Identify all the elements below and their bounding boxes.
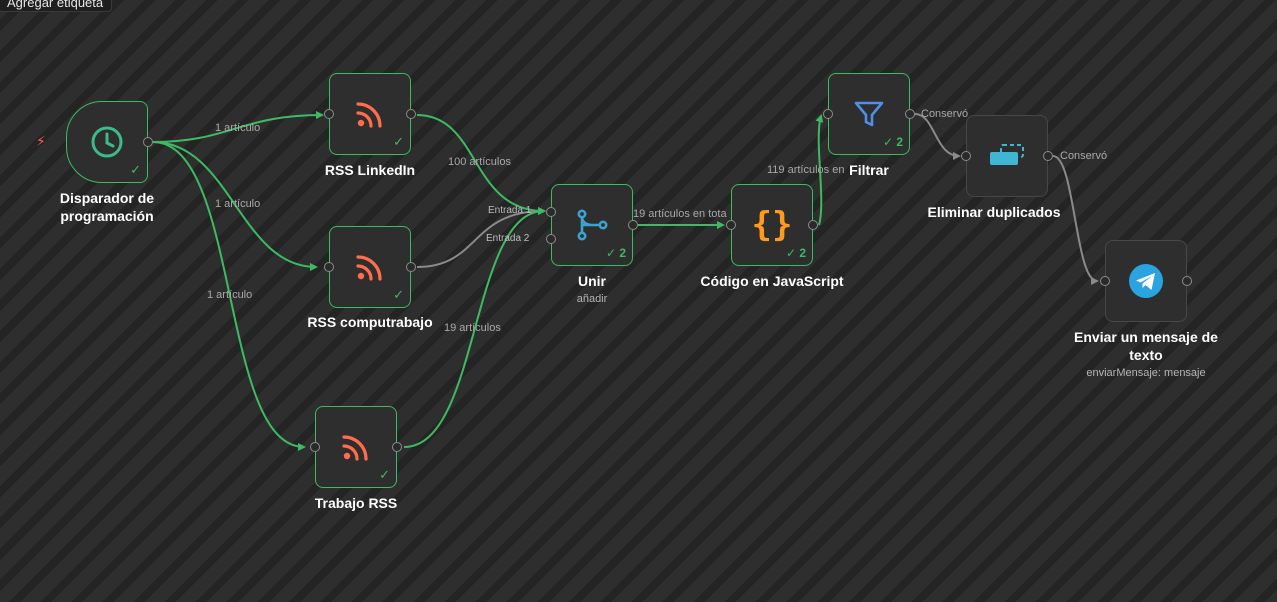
rss-icon bbox=[340, 431, 372, 463]
node-title: RSS computrabajo bbox=[307, 314, 433, 330]
output-handle[interactable] bbox=[143, 137, 153, 147]
output-handle[interactable] bbox=[1182, 276, 1192, 286]
edge-label: 100 artículos bbox=[448, 156, 511, 168]
success-check-icon: ✓ bbox=[130, 162, 141, 177]
run-count-badge: ✓ 2 bbox=[605, 246, 626, 260]
remove-duplicates-icon bbox=[987, 142, 1027, 170]
edge-trigger-trabajo bbox=[152, 141, 306, 451]
edge-label: 19 artículos bbox=[444, 322, 501, 334]
input-handle[interactable] bbox=[324, 109, 334, 119]
input-label: Entrada 1 bbox=[488, 205, 532, 216]
node-subtitle: añadir bbox=[576, 293, 608, 305]
input-handle[interactable] bbox=[823, 109, 833, 119]
edge-label: 19 artículos en tota bbox=[633, 208, 727, 220]
node-code-javascript[interactable]: {} ✓ 2 bbox=[726, 184, 818, 266]
node-send-telegram-message[interactable] bbox=[1100, 240, 1192, 322]
edge-trigger-linkedin bbox=[152, 111, 324, 143]
input-handle-2[interactable] bbox=[546, 234, 556, 244]
edge-codigo-filtrar bbox=[815, 114, 824, 226]
output-handle[interactable] bbox=[905, 109, 915, 119]
node-remove-duplicates[interactable] bbox=[961, 115, 1053, 197]
run-count-badge: ✓ 2 bbox=[882, 135, 903, 149]
input-handle[interactable] bbox=[310, 442, 320, 452]
node-rss-linkedin[interactable]: ✓ bbox=[324, 73, 416, 155]
edge-computrabajo-unir bbox=[416, 207, 546, 268]
node-title: Filtrar bbox=[849, 162, 889, 178]
success-check-icon: ✓ bbox=[379, 467, 390, 482]
input-handle[interactable] bbox=[726, 220, 736, 230]
output-handle[interactable] bbox=[628, 220, 638, 230]
output-handle[interactable] bbox=[1043, 151, 1053, 161]
input-handle[interactable] bbox=[1100, 276, 1110, 286]
input-handle[interactable] bbox=[961, 151, 971, 161]
node-title: Unir bbox=[578, 273, 606, 289]
rss-icon bbox=[354, 251, 386, 283]
input-handle-1[interactable] bbox=[546, 207, 556, 217]
node-title: Código en JavaScript bbox=[700, 273, 844, 289]
lightning-icon: ⚡ bbox=[36, 133, 46, 149]
filter-icon bbox=[852, 97, 886, 131]
node-title: Disparador de programación bbox=[59, 190, 155, 224]
edge-label: 119 artículos en bbox=[767, 164, 845, 176]
edge-filtrar-eliminar bbox=[914, 113, 961, 160]
node-title: RSS LinkedIn bbox=[324, 162, 416, 178]
output-handle[interactable] bbox=[406, 262, 416, 272]
add-tag-button[interactable]: Agregar etiqueta bbox=[0, 0, 113, 12]
output-handle[interactable] bbox=[808, 220, 818, 230]
merge-icon bbox=[574, 207, 610, 243]
code-braces-icon: {} bbox=[751, 205, 793, 245]
edge-label: 1 artículo bbox=[215, 122, 261, 134]
rss-icon bbox=[354, 98, 386, 130]
edge-label: Conservó bbox=[1060, 150, 1108, 162]
telegram-icon bbox=[1129, 264, 1163, 298]
node-title: Eliminar duplicados bbox=[927, 204, 1061, 220]
node-rss-computrabajo[interactable]: ✓ bbox=[324, 226, 416, 308]
success-check-icon: ✓ bbox=[393, 287, 404, 302]
edge-label: Conservó bbox=[921, 108, 969, 120]
input-handle[interactable] bbox=[324, 262, 334, 272]
run-count-badge: ✓ 2 bbox=[785, 246, 806, 260]
node-trabajo-rss[interactable]: ✓ bbox=[310, 406, 402, 488]
node-title: Trabajo RSS bbox=[314, 495, 398, 511]
edge-linkedin-unir bbox=[416, 114, 546, 215]
node-title: Enviar un mensaje de texto bbox=[1074, 329, 1218, 363]
input-label: Entrada 2 bbox=[486, 233, 530, 244]
output-handle[interactable] bbox=[406, 109, 416, 119]
node-unir[interactable]: ✓ 2 bbox=[546, 184, 638, 266]
node-subtitle: enviarMensaje: mensaje bbox=[1086, 367, 1206, 379]
node-schedule-trigger[interactable]: ✓ bbox=[66, 101, 153, 183]
edge-label: 1 artículo bbox=[207, 289, 253, 301]
clock-icon bbox=[90, 125, 124, 159]
output-handle[interactable] bbox=[392, 442, 402, 452]
success-check-icon: ✓ bbox=[393, 134, 404, 149]
edge-label: 1 artículo bbox=[215, 198, 261, 210]
edge-trabajo-unir bbox=[403, 207, 546, 448]
edge-trigger-computrabajo bbox=[152, 141, 318, 271]
edge-eliminar-enviar bbox=[1052, 155, 1099, 285]
node-filtrar[interactable]: ✓ 2 bbox=[823, 73, 915, 155]
